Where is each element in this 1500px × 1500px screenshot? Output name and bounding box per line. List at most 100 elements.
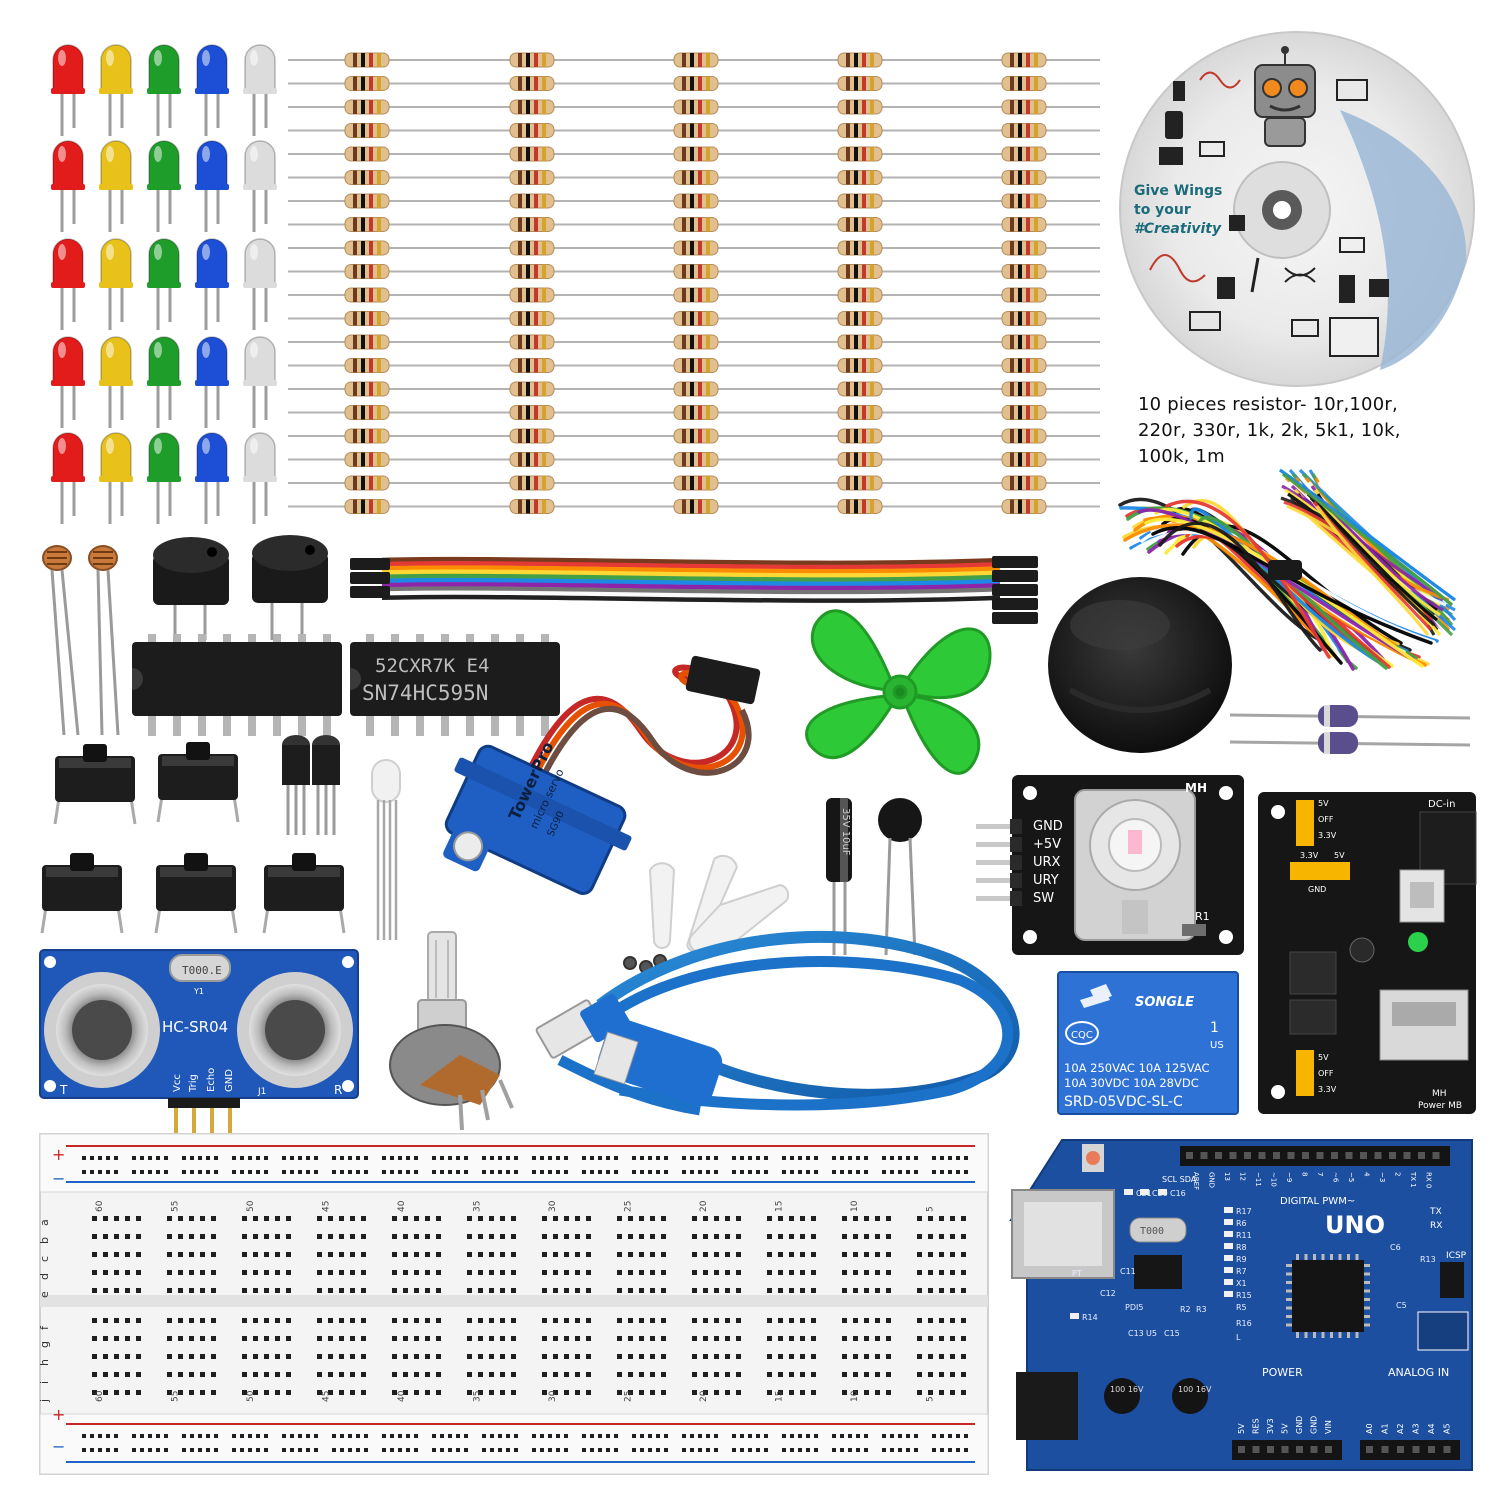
breadboard-column-number: 20 — [699, 1390, 709, 1402]
led-icon — [243, 44, 277, 136]
resistor-icon — [673, 146, 719, 162]
joystick-module-brand: MH — [1185, 781, 1207, 795]
breadboard-column-number: 30 — [548, 1390, 558, 1402]
thermistor-icon — [878, 798, 922, 956]
led-icon — [195, 140, 229, 232]
uno-digital-pin-label: 8 — [1301, 1172, 1309, 1176]
uno-component-label: R13 — [1420, 1255, 1436, 1264]
uno-power-pin-label: GND — [1310, 1416, 1319, 1434]
uno-component-label: R7 — [1236, 1267, 1247, 1276]
resistor-icon — [1001, 52, 1047, 68]
uno-analog-pin-label: A2 — [1396, 1423, 1405, 1434]
resistor-icon — [837, 311, 883, 326]
uno-component-label: X1 — [1236, 1279, 1247, 1288]
resistor-icon — [344, 217, 390, 232]
uno-component-label: C6 — [1390, 1243, 1401, 1252]
buzzer-icon — [252, 535, 328, 640]
ultrasonic-pin-vcc: Vcc — [172, 1074, 183, 1092]
relay: SONGLE CQC 1 US 10A 250VAC 10A 125VAC 10… — [1057, 971, 1239, 1115]
chip-label-top: 52CXR7K E4 — [375, 655, 489, 677]
uno-power-pin-label: RES — [1252, 1418, 1261, 1434]
resistor-icon — [509, 381, 555, 397]
ultrasonic-sensor: T000.E Y1 HC-SR04 T R J1 Vcc Trig Echo G… — [39, 949, 359, 1136]
dupont-connector-icon — [992, 598, 1038, 610]
resistor-icon — [344, 99, 390, 115]
breadboard-column-number: 10 — [850, 1200, 860, 1212]
uno-component-label: R8 — [1236, 1243, 1247, 1252]
transistor-icon — [282, 735, 310, 835]
resistor-icon — [344, 52, 390, 68]
cd-tagline-line: Give Wings — [1134, 183, 1223, 199]
electronics-doodle-icons — [1149, 71, 1389, 357]
breadboard-column-number: 55 — [171, 1201, 181, 1212]
breadboard-column-number: 35 — [473, 1201, 483, 1212]
resistor-icon — [837, 405, 883, 420]
breadboard-column-number: 5 — [926, 1206, 936, 1212]
resistor-columns — [288, 52, 1100, 514]
resistor-icon — [509, 193, 555, 209]
power-top-label-off: OFF — [1318, 815, 1334, 824]
dupont-connector-icon — [992, 570, 1038, 582]
joystick-pin-gnd: GND — [1033, 819, 1063, 834]
resistor-icon — [344, 193, 390, 209]
uno-component-label: C13 — [1128, 1329, 1144, 1338]
joystick-module: MH GND +5V URX URY SW R1 — [976, 775, 1244, 955]
resistor-icon — [837, 240, 883, 256]
joystick-pin-ury: URY — [1033, 873, 1059, 888]
uno-tx-label: TX — [1429, 1207, 1442, 1217]
power-bottom-label-33: 3.3V — [1318, 1085, 1337, 1094]
resistor-icon — [344, 123, 390, 138]
potentiometer — [389, 931, 514, 1131]
rail-minus-top: − — [52, 1169, 65, 1188]
diode-icon — [1229, 732, 1471, 754]
uno-power-pin-label: 5V — [1237, 1423, 1246, 1434]
arduino-uno-board: T000 100 16V 100 16V UNO DIGITAL PWM~ PO… — [1009, 1139, 1473, 1471]
resistor-icon — [673, 428, 719, 444]
resistor-icon — [673, 264, 719, 279]
resistor-icon — [509, 52, 555, 68]
uno-cap-2: 100 16V — [1178, 1385, 1212, 1394]
power-gnd: GND — [1308, 885, 1326, 894]
resistor-icon — [837, 381, 883, 397]
resistor-icon — [509, 123, 555, 138]
uno-component-label: R9 — [1236, 1255, 1247, 1264]
resistor-icon — [1001, 358, 1047, 373]
caption-line: 10 pieces resistor- 10r,100r, — [1138, 394, 1398, 415]
power-dcin: DC-in — [1428, 799, 1455, 810]
resistor-icon — [509, 264, 555, 279]
breadboard-column-number: 60 — [95, 1390, 105, 1402]
capacitor-label: 35V 10uF — [840, 808, 851, 856]
resistor-icon — [509, 499, 555, 514]
uno-analog-pin-label: A4 — [1427, 1423, 1436, 1434]
uno-component-label: R15 — [1236, 1291, 1252, 1300]
cd-tagline-line: to your — [1134, 202, 1191, 218]
resistor-icon — [673, 52, 719, 68]
uno-component-label: C16 — [1170, 1189, 1186, 1198]
resistor-icon — [837, 193, 883, 209]
uno-component-label: C11 — [1120, 1267, 1136, 1276]
transistor-icon — [312, 735, 340, 835]
uno-digital-pin-label: 4 — [1363, 1172, 1371, 1177]
uno-component-label: R17 — [1236, 1207, 1252, 1216]
resistor-icon — [837, 287, 883, 303]
breadboard-column-number: 35 — [473, 1391, 483, 1402]
resistor-icon — [1001, 76, 1047, 91]
resistor-icon — [673, 123, 719, 138]
breadboard-column-number: 50 — [246, 1390, 256, 1402]
uno-scl-sda: SCL SDA — [1162, 1175, 1197, 1184]
push-button-icon — [53, 744, 137, 825]
ultrasonic-y1: Y1 — [193, 987, 204, 996]
resistor-caption: 10 pieces resistor- 10r,100r, 220r, 330r… — [1138, 392, 1478, 470]
breadboard-row-letter: f — [38, 1325, 51, 1330]
resistor-icon — [837, 52, 883, 68]
uno-power-pin-label: GND — [1295, 1416, 1304, 1434]
relay-number: 1 — [1210, 1020, 1219, 1036]
ultrasonic-pin-echo: Echo — [206, 1068, 217, 1092]
resistor-icon — [1001, 170, 1047, 185]
resistor-icon — [673, 452, 719, 467]
led-icon — [147, 432, 181, 524]
led-icon — [99, 432, 133, 524]
ic-chips: 52CXR7K E4 SN74HC595N — [132, 634, 560, 736]
cd-tagline: Give Wings to your #Creativity — [1134, 182, 1244, 239]
led-icon — [99, 336, 133, 428]
